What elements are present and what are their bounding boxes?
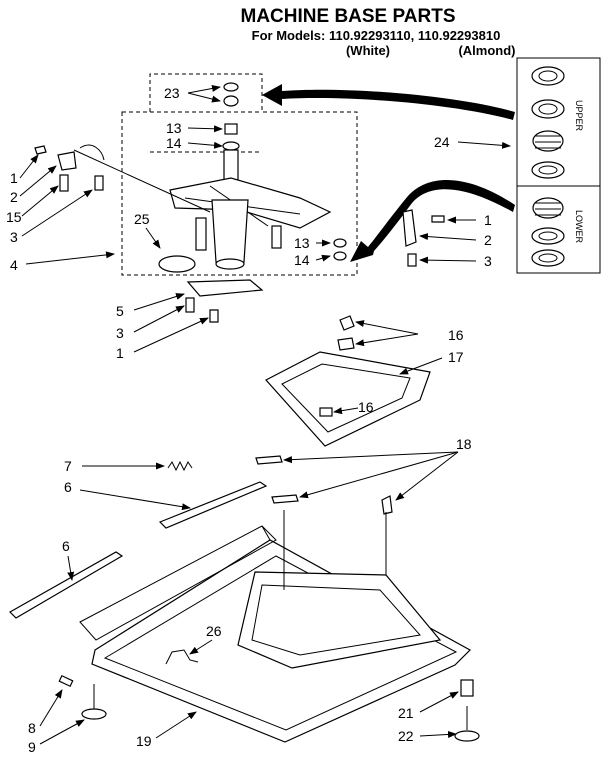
upper-side-label: UPPER	[574, 100, 584, 132]
callout-7: 7	[64, 458, 72, 474]
transmission-assembly	[169, 149, 332, 270]
lower-seal-rings	[531, 197, 565, 267]
callout-6-upper: 6	[64, 479, 72, 495]
callout-13-top: 13	[166, 120, 182, 136]
left-bracket-parts	[34, 144, 105, 192]
upper-kit-arrow	[262, 84, 515, 120]
callout-1-lower: 1	[116, 345, 124, 361]
callout-14-right: 14	[294, 252, 310, 268]
callout-2-left: 2	[10, 189, 18, 205]
callout-18: 18	[456, 436, 472, 452]
callout-4: 4	[10, 257, 18, 273]
callout-3-right: 3	[484, 253, 492, 269]
callout-16-top: 16	[448, 327, 464, 343]
callout-13-right: 13	[294, 235, 310, 251]
upper-group-box	[121, 73, 358, 276]
callout-2-right: 2	[484, 232, 492, 248]
color-white-label: (White)	[346, 43, 390, 58]
models-line: For Models: 110.92293110, 110.92293810	[252, 28, 501, 43]
callout-25: 25	[134, 211, 150, 227]
callout-14-top: 14	[166, 135, 182, 151]
leader-lines	[19, 85, 511, 745]
right-bracket-parts	[333, 209, 445, 267]
callout-3-lower: 3	[116, 325, 124, 341]
callout-1-left: 1	[10, 170, 18, 186]
springs-and-rails	[9, 460, 268, 619]
callout-5: 5	[116, 303, 124, 319]
callout-15: 15	[6, 209, 22, 225]
callout-21: 21	[398, 705, 414, 721]
callout-22: 22	[398, 728, 414, 744]
color-almond-label: (Almond)	[458, 43, 515, 58]
brake-bracket-parts	[185, 279, 264, 323]
lower-kit-arrow	[350, 180, 515, 262]
callout-19: 19	[136, 733, 152, 749]
callout-16-tray: 16	[358, 399, 374, 415]
page-title: MACHINE BASE PARTS	[241, 6, 456, 27]
callout-26: 26	[206, 623, 222, 639]
leveling-legs	[58, 649, 480, 742]
lower-side-label: LOWER	[574, 210, 584, 244]
callout-labels: 23 13 14 24 1 2 15 3 25 4 13 14 1 2 3 5 …	[6, 85, 492, 755]
spring-ring	[158, 255, 196, 273]
clips-and-tray	[265, 315, 431, 447]
seal-kit-box: UPPER LOWER	[516, 57, 601, 274]
callout-23: 23	[164, 85, 180, 101]
spring-clips	[255, 455, 393, 515]
callout-9: 9	[28, 739, 36, 755]
callout-6-lower: 6	[62, 538, 70, 554]
hub-stack-parts	[222, 82, 240, 151]
callout-8: 8	[28, 720, 36, 736]
machine-base-frame	[79, 510, 471, 743]
callout-3-left: 3	[10, 229, 18, 245]
upper-seal-rings	[531, 66, 565, 179]
callout-1-right: 1	[484, 212, 492, 228]
callout-24: 24	[434, 134, 450, 150]
callout-17: 17	[448, 349, 464, 365]
